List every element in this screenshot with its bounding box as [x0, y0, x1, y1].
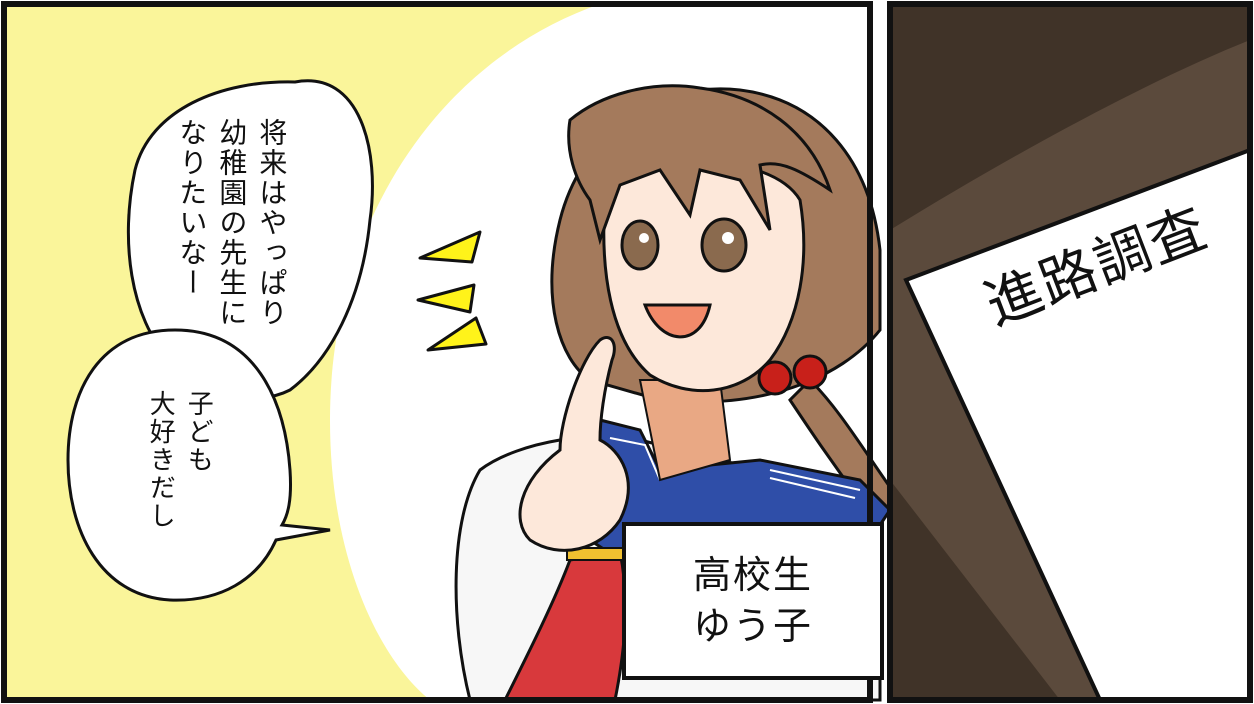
collar-stripes	[609, 437, 861, 499]
hair-tie	[757, 354, 828, 396]
caption-role: 高校生	[692, 552, 813, 597]
speech-bubble-upper-line-2: 幼稚園の先生に	[215, 118, 249, 328]
character-eyes	[620, 217, 748, 273]
document-clip: 進路調査	[890, 4, 1250, 700]
right-panel-shadow	[890, 4, 1250, 230]
character-bangs	[567, 84, 833, 246]
document-title: 進路調査	[976, 194, 1217, 339]
character-face	[602, 161, 806, 393]
emphasis-marks	[416, 230, 488, 352]
right-panel	[887, 1, 1253, 703]
caption-name: ゆう子	[692, 604, 813, 648]
right-panel-shadow-lower	[890, 480, 1060, 700]
character-caption-box: 高校生 ゆう子	[622, 522, 884, 680]
speech-bubble-lower-line-1: 子ども	[183, 390, 214, 474]
speech-bubble-upper-line-1: 将来はやっぱり	[255, 118, 289, 328]
speech-bubble-lower	[66, 328, 331, 602]
character-hand	[518, 336, 630, 552]
character-mouth	[642, 303, 712, 339]
speech-bubble-lower-line-2: 大好きだし	[145, 390, 176, 530]
speech-bubble-upper-line-3: なりたいなー	[175, 118, 209, 298]
